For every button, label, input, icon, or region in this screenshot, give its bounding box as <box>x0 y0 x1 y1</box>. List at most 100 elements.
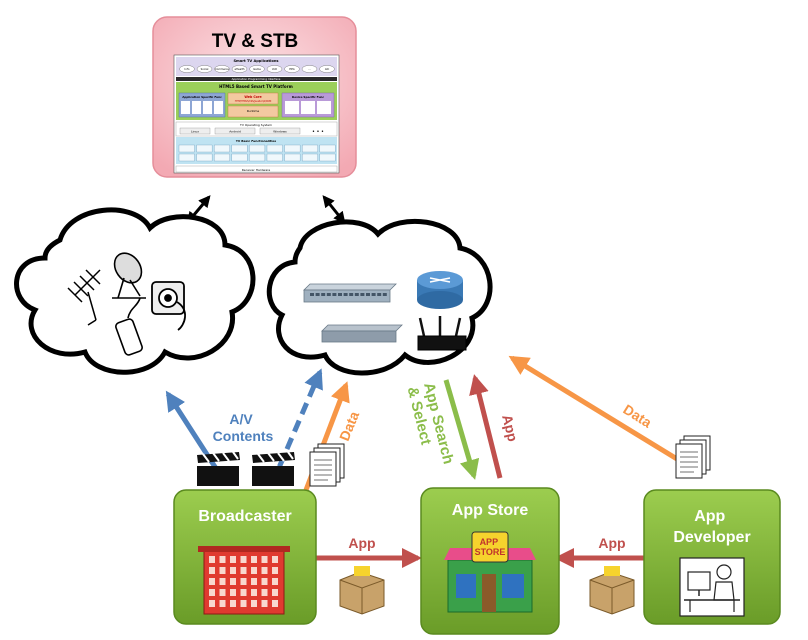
switch-port <box>382 293 387 296</box>
app-developer-node: App Developer <box>643 489 781 625</box>
building-window <box>272 600 278 607</box>
av-contents-label: A/V Contents <box>213 411 274 444</box>
broadcast-network-cloud <box>14 207 256 375</box>
stack-os: TV Operating System <box>239 123 272 127</box>
stack-hal-block <box>178 144 195 153</box>
broadcaster-label: Broadcaster <box>198 508 291 525</box>
building-window <box>209 589 215 596</box>
broadcaster-to-store-label: App <box>348 535 375 551</box>
stack-app-label: Game <box>253 67 261 71</box>
building-window <box>230 556 236 563</box>
stack-web-core: Web Core <box>244 95 261 99</box>
app-search-arrow <box>443 379 480 480</box>
building-window <box>251 589 257 596</box>
document-stack-icon <box>309 443 345 487</box>
building-window <box>272 578 278 585</box>
stack-app-label: Commerce <box>215 67 229 71</box>
building-window <box>261 589 268 596</box>
building-window <box>240 556 247 563</box>
stack-hal-block <box>196 153 213 162</box>
stack-device-specific: Device Specific Func <box>292 95 325 99</box>
building-window <box>209 600 215 607</box>
av-contents-line-1: A/V <box>229 411 253 427</box>
package-icon <box>339 566 385 615</box>
stack-hal-block <box>178 153 195 162</box>
building-window <box>240 578 247 585</box>
building-window <box>240 567 247 574</box>
building-window <box>240 600 247 607</box>
stack-app-pill <box>249 65 265 73</box>
developer-to-store-label: App <box>598 535 625 551</box>
switch-port <box>332 293 337 296</box>
switch-port <box>371 293 376 296</box>
stack-runtime: Runtime <box>247 109 260 113</box>
tv-stb-title: TV & STB <box>212 31 299 52</box>
stack-app-pill <box>266 65 283 73</box>
app-developer-line-2: Developer <box>673 529 750 546</box>
switch-port <box>315 293 320 296</box>
switch-port <box>310 293 314 296</box>
building-window <box>261 578 268 585</box>
clapperboard-icon <box>252 451 295 486</box>
switch-port <box>349 293 354 296</box>
stack-app-label: VoD <box>272 67 277 71</box>
building-window <box>261 567 268 574</box>
stack-app-pill <box>301 65 318 73</box>
building-window <box>272 589 278 596</box>
wifi-router-icon <box>417 316 467 351</box>
app-store-node: App Store APP STORE <box>420 487 560 635</box>
stack-hal-block <box>214 153 230 162</box>
satellite-dish-icon <box>112 252 146 299</box>
developer-at-desk-icon <box>679 557 745 617</box>
stack-smart-tv-apps: Smart TV Applications <box>233 59 278 63</box>
stack-hal-block <box>249 144 266 153</box>
stack-hal-block <box>319 144 336 153</box>
stack-app-pill <box>231 65 248 73</box>
package-icon <box>589 566 635 615</box>
stack-app-label: AIC <box>325 67 330 71</box>
stack-hal-block <box>302 144 318 153</box>
stack-hal-block <box>231 144 248 153</box>
cable-modem-icon <box>115 297 143 356</box>
building-window <box>261 556 268 563</box>
stack-app-pill <box>284 65 300 73</box>
stack-hal-block <box>284 153 301 162</box>
stack-hal-block <box>319 153 336 162</box>
network-switch-icon <box>303 283 397 303</box>
stack-hal-block <box>266 153 283 162</box>
developer-data-arrow <box>508 355 697 473</box>
stack-app-pill <box>179 65 195 73</box>
building-window <box>209 567 215 574</box>
clapperboard-icon <box>197 451 240 486</box>
building-window <box>251 556 257 563</box>
coax-socket-icon <box>151 281 186 331</box>
app-store-sign-line-2: STORE <box>475 547 506 557</box>
app-developer-label: App Developer <box>673 508 750 546</box>
stack-android: Android <box>229 130 241 134</box>
switch-port <box>354 293 359 296</box>
server-appliance-icon <box>321 324 403 343</box>
antenna-icon <box>67 269 101 326</box>
building-window <box>272 567 278 574</box>
building-window <box>272 556 278 563</box>
app-store-shop-icon: APP STORE <box>444 531 536 613</box>
stack-hal-block <box>249 153 266 162</box>
building-window <box>251 567 257 574</box>
app-developer-line-1: App <box>694 508 725 525</box>
tv-network-link-arrow <box>322 195 346 224</box>
building-window <box>219 567 226 574</box>
ip-network-cloud <box>266 218 493 376</box>
stack-hal-block <box>284 144 301 153</box>
stack-hal: TV Basic Functionalities <box>236 139 277 143</box>
stack-hal-block <box>266 144 283 153</box>
stack-hal-block <box>214 144 230 153</box>
stack-app-pill <box>196 65 213 73</box>
broadcaster-data-label: Data <box>336 409 362 443</box>
router-icon <box>417 271 463 309</box>
stack-app-label: ... <box>308 68 311 71</box>
building-window <box>251 578 257 585</box>
stack-hal-blocks <box>178 144 336 162</box>
stack-linux: Linux <box>191 130 199 134</box>
